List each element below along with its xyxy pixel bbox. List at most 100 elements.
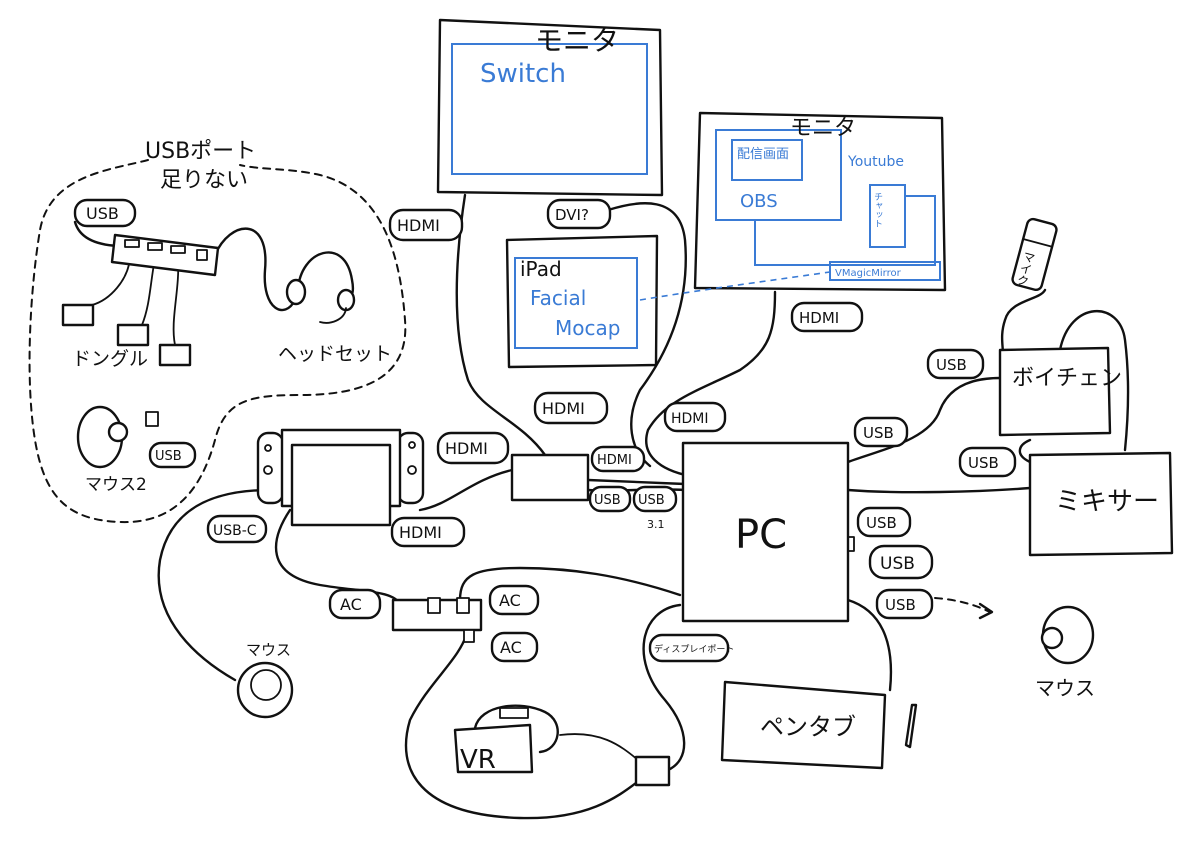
switch-stick-right <box>407 465 417 475</box>
wire-monitor-capture <box>455 193 547 457</box>
wire-mic-vc <box>1000 288 1047 357</box>
youtube-window <box>754 195 936 266</box>
tag-ac-right <box>488 584 540 616</box>
wire-monitor-pc <box>645 290 777 478</box>
tag-displayport-text: ディスプレイポート <box>654 643 734 655</box>
switch-console <box>256 428 425 527</box>
tag-ac-vr-text: AC <box>500 638 522 657</box>
pc-port <box>847 536 855 552</box>
voice-changer-box <box>998 346 1112 437</box>
tag-usb-c <box>206 514 268 544</box>
tag-ac-vr <box>490 631 539 663</box>
pen-tablet-body <box>720 680 887 770</box>
youtube-label: Youtube <box>847 154 904 170</box>
mouse-left: マウス <box>236 641 294 719</box>
wire-pc-mouse-wireless <box>934 597 991 613</box>
tag-hdmi-switch-bottom <box>390 516 466 548</box>
voice-changer-label: ボイチェン <box>1012 366 1122 391</box>
vmagicmirror-label: VMagicMirror <box>835 268 902 279</box>
wires <box>73 193 1130 820</box>
tag-hdmi-monitor-right <box>790 301 864 333</box>
ipad: iPad Facial Mocap <box>505 234 831 369</box>
vr-strap <box>473 704 559 754</box>
usb-port-note-line2: 足りない <box>160 168 248 193</box>
ipad-app-line1: Facial <box>530 286 586 310</box>
dongle-icon <box>158 343 192 367</box>
wire-switch-ac <box>274 508 402 607</box>
usb-port-note-line1: USBポート <box>145 139 256 164</box>
mixer: ミキサー <box>1028 451 1174 557</box>
tag-usb-pc-top-text: USB <box>863 424 894 442</box>
tag-ac-left-text: AC <box>340 595 362 614</box>
monitor-left-screen <box>451 43 648 175</box>
monitor-left-frame <box>436 18 664 197</box>
usb-hub-port <box>147 242 163 251</box>
tag-dvi-text: DVI? <box>555 206 589 224</box>
tag-usb-mouse2-text: USB <box>155 449 182 464</box>
switch-button <box>408 441 416 449</box>
tag-usb-mouse <box>875 588 934 620</box>
tag-usb-capture-text: USB <box>594 493 621 508</box>
headset-mic <box>319 307 347 324</box>
monitor-left-label: モニタ <box>535 24 619 57</box>
usb-group-enclosure <box>28 159 407 524</box>
wire-ac-pc <box>458 566 682 602</box>
mixer-label: ミキサー <box>1055 487 1159 517</box>
monitor-left-screen-label: Switch <box>480 59 566 89</box>
tag-ac-left <box>328 588 382 620</box>
wire-switch-capture <box>418 468 514 512</box>
vr-strap-top <box>499 707 529 719</box>
tag-usb-pc-low-text: USB <box>880 554 915 574</box>
tag-hdmi-monitor-left-text: HDMI <box>397 216 440 235</box>
monitor-right: モニタ 配信画面 OBS Youtube チャット VMagicMirror <box>693 111 947 292</box>
tag-hdmi-monitor-right-text: HDMI <box>799 309 839 327</box>
dongle-icon <box>116 323 150 347</box>
wire-headset-hub <box>213 227 297 312</box>
tag-usb-hub <box>73 198 137 228</box>
switch-stick-left <box>263 465 273 475</box>
vr-link-box <box>634 755 671 787</box>
tag-usb-voicechanger <box>926 348 985 380</box>
pen-icon <box>904 703 918 749</box>
tag-usb-mouse-text: USB <box>885 596 916 614</box>
mouse-left-label: マウス <box>246 641 291 659</box>
usb-hub-port <box>170 245 186 254</box>
wire-vr-link <box>559 733 639 761</box>
tag-hdmi-capture-pc <box>590 445 646 473</box>
tag-dvi <box>546 198 612 230</box>
tag-usb-voicechanger-text: USB <box>936 356 967 374</box>
monitor-right-frame <box>693 111 947 292</box>
tag-usb-c-text: USB-C <box>213 523 257 539</box>
tag-hdmi-monitor-left <box>388 208 464 242</box>
stream-screen-window <box>731 139 803 181</box>
voice-changer: ボイチェン <box>998 346 1122 437</box>
mouse-right-button <box>1040 626 1064 650</box>
pen-tablet-label: ペンタブ <box>760 713 856 741</box>
vmagicmirror-window <box>829 261 941 281</box>
obs-window <box>715 129 842 221</box>
tag-usb-mouse2 <box>148 441 197 469</box>
usb-hub-port <box>196 249 208 261</box>
monitor-right-label: モニタ <box>790 116 856 141</box>
capture-box <box>510 453 590 502</box>
tag-hdmi-pc <box>663 401 727 433</box>
tag-usb-pc-low <box>868 544 934 580</box>
ipad-app-line2: Mocap <box>555 316 620 340</box>
mouse2-label: マウス2 <box>85 475 147 495</box>
usb-hub-group: USBポート 足りない ドングル ヘッドセット マウス2 <box>61 139 392 495</box>
tag-usb-mixer <box>958 446 1017 478</box>
mouse2-receiver-icon <box>145 411 159 427</box>
usb-hub-port <box>124 239 140 248</box>
wire-pc-mixer <box>846 486 1032 494</box>
vr-visor <box>453 723 534 774</box>
pc-label: PC <box>735 512 787 558</box>
headset-earcup <box>285 278 307 306</box>
mouse-right: マウス <box>1035 605 1095 700</box>
tag-usb-pc-top <box>853 416 909 448</box>
mic-body <box>1011 217 1058 292</box>
vr-label: VR <box>460 745 496 775</box>
tag-usb-31-text: USB <box>638 493 665 508</box>
tag-usb-31 <box>632 485 678 513</box>
power-plug <box>456 597 470 614</box>
